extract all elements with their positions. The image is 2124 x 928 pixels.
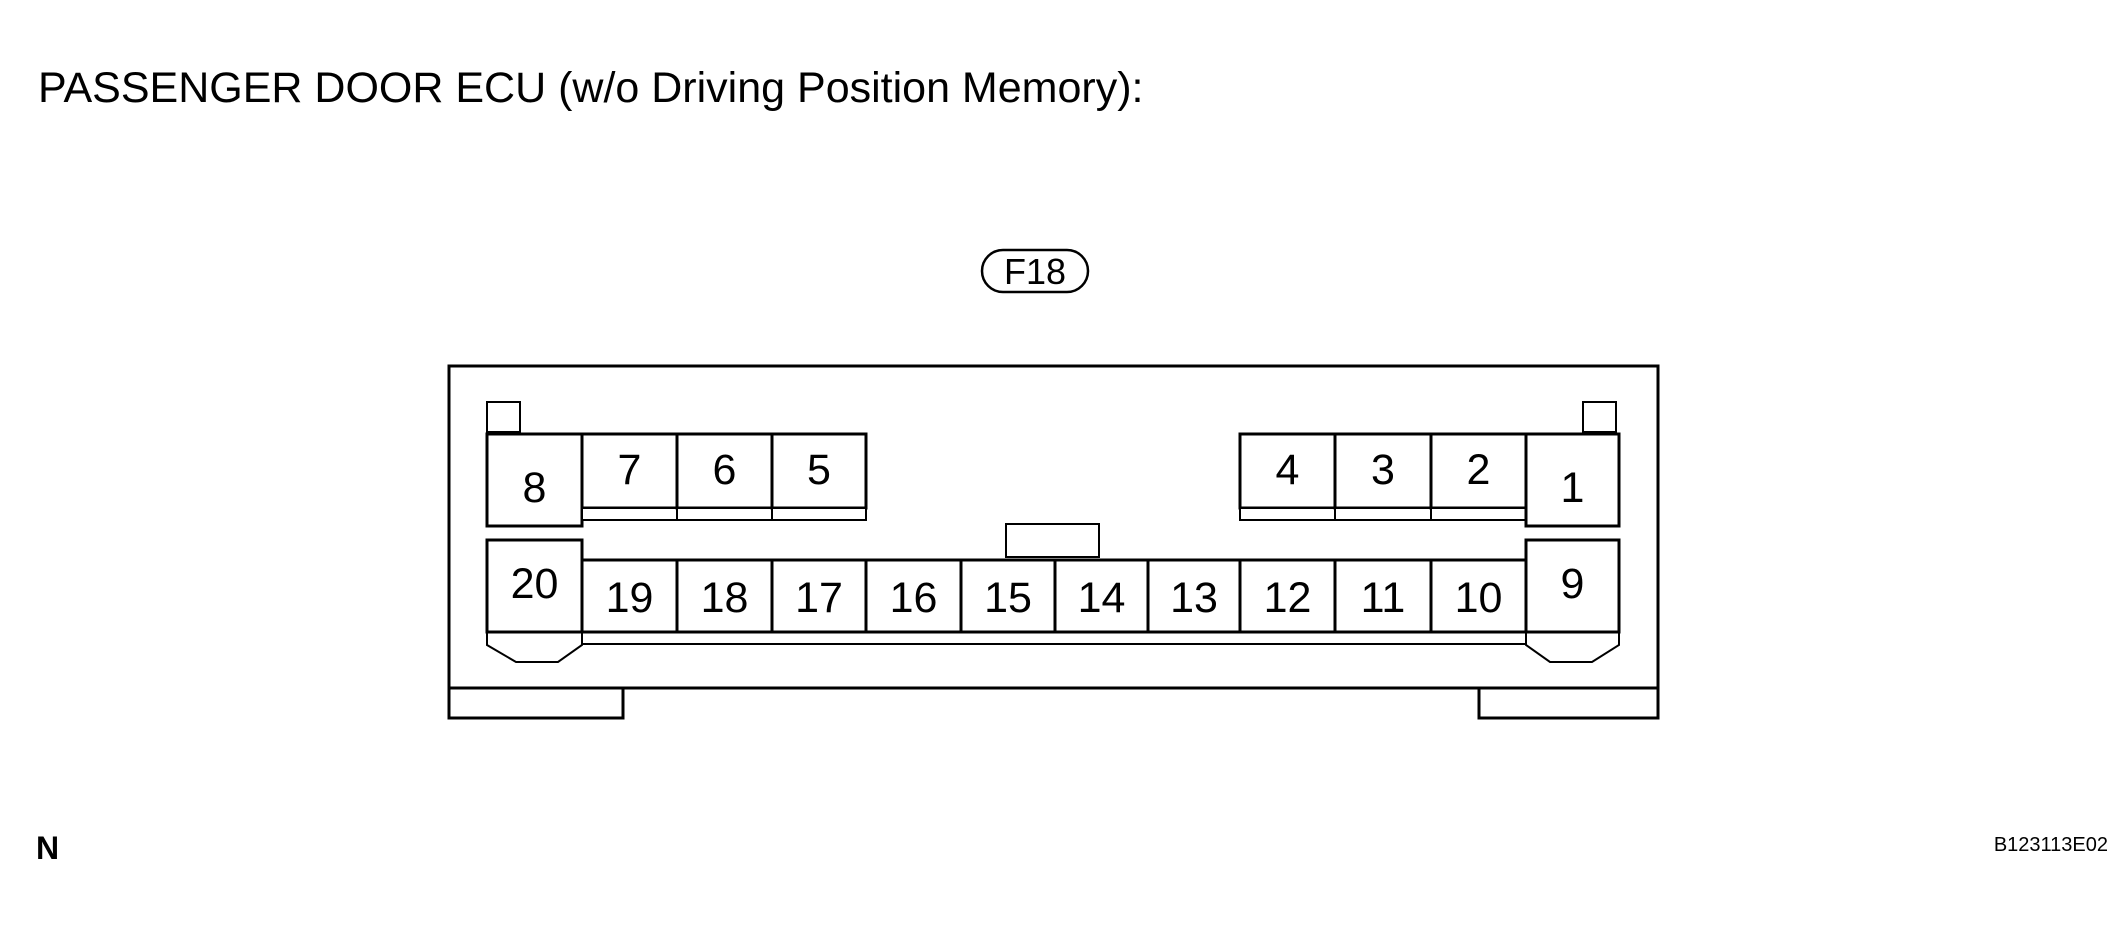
pin-label: 12 xyxy=(1264,574,1312,622)
center-key xyxy=(1005,523,1100,558)
pin-10: 10 xyxy=(1429,558,1528,634)
pin-20: 20 xyxy=(485,538,584,634)
connector-id-badge: F18 xyxy=(980,248,1090,294)
pin-4: 4 xyxy=(1238,432,1337,521)
pin-label: 8 xyxy=(523,464,547,512)
pin-label: 13 xyxy=(1170,574,1218,622)
pin-label: 2 xyxy=(1467,446,1491,494)
pin-label: 18 xyxy=(701,574,749,622)
bottom-pin-row: 20 19 18 17 16 15 14 13 12 11 10 9 xyxy=(485,538,1621,634)
pin-3: 3 xyxy=(1333,432,1433,521)
pin-18: 18 xyxy=(675,558,774,634)
pin-label: 6 xyxy=(713,446,737,494)
pin-label: 1 xyxy=(1561,464,1585,512)
pin-16: 16 xyxy=(864,558,963,634)
pin-6: 6 xyxy=(675,432,774,521)
pin-7: 7 xyxy=(580,432,679,521)
guide-strip xyxy=(486,632,1620,663)
pin-label: 5 xyxy=(807,446,831,494)
connector-housing xyxy=(447,364,1660,720)
pin-label: 17 xyxy=(795,574,843,622)
pin-label: 15 xyxy=(984,574,1032,622)
pin-15: 15 xyxy=(959,558,1057,634)
pin-19: 19 xyxy=(580,558,679,634)
pin-2: 2 xyxy=(1429,432,1528,521)
footer-n-label: N xyxy=(36,830,60,866)
top-pin-row: 8 7 6 5 4 3 2 1 xyxy=(485,432,1621,528)
pin-label: 19 xyxy=(606,574,654,622)
figure-code: B123113E02 xyxy=(1993,834,2108,856)
pin-label: 11 xyxy=(1361,574,1406,622)
pin-1: 1 xyxy=(1524,432,1621,528)
pin-17: 17 xyxy=(770,558,868,634)
diagram-title: PASSENGER DOOR ECU (w/o Driving Position… xyxy=(38,64,1144,112)
pin-label: 4 xyxy=(1276,446,1300,494)
pin-9: 9 xyxy=(1524,538,1621,634)
pin-12: 12 xyxy=(1238,558,1337,634)
pin-11: 11 xyxy=(1333,558,1433,634)
pin-label: 16 xyxy=(890,574,938,622)
pin-label: 7 xyxy=(618,446,642,494)
pin-label: 10 xyxy=(1455,574,1503,622)
connector-id-label: F18 xyxy=(1004,251,1066,292)
pin-13: 13 xyxy=(1146,558,1242,634)
pin-5: 5 xyxy=(770,432,868,521)
pin-label: 14 xyxy=(1078,574,1126,622)
pin-label: 3 xyxy=(1371,446,1395,494)
pin-label: 9 xyxy=(1561,560,1585,608)
housing-latches xyxy=(486,401,1617,433)
pin-14: 14 xyxy=(1053,558,1150,634)
pin-8: 8 xyxy=(485,432,584,528)
pin-label: 20 xyxy=(511,560,559,608)
